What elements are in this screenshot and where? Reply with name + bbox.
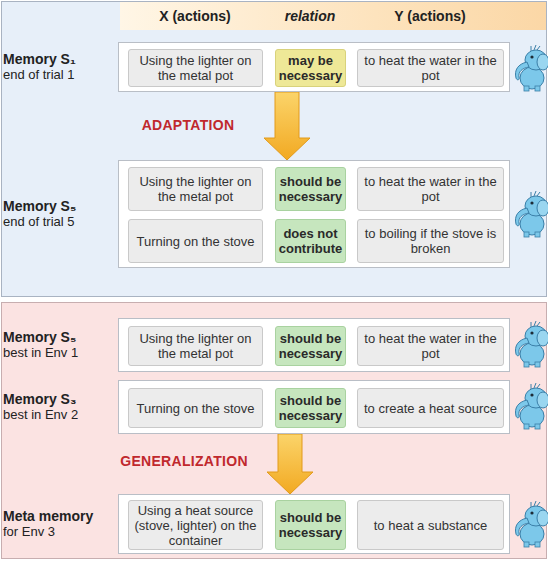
memory-title: Memory S₃ — [3, 391, 115, 407]
cell-text: to heat the water in the pot — [362, 174, 499, 204]
memory-subtitle: end of trial 1 — [3, 67, 115, 83]
relation-cell: to heat the water in the pot — [357, 49, 504, 87]
memory-subtitle: best in Env 2 — [3, 407, 115, 423]
memory-subtitle: for Env 3 — [3, 524, 115, 540]
elephant-icon — [515, 383, 548, 429]
cell-text: to boiling if the stove is broken — [362, 226, 499, 256]
column-heading: Y (actions) — [365, 2, 495, 30]
cell-text: to heat a substance — [374, 518, 487, 533]
relation-cell: to heat the water in the pot — [357, 167, 504, 211]
block-arrow — [264, 92, 310, 160]
cell-text: Turning on the stove — [136, 234, 254, 249]
relation-cell: Turning on the stove — [128, 219, 263, 263]
cell-text: Using the lighter on the metal pot — [133, 331, 258, 361]
relation-cell: to create a heat source — [357, 388, 504, 428]
memory-box: Memory S₅end of trial 5Using the lighter… — [118, 160, 510, 268]
column-header-band: X (actions)relationY (actions) — [120, 2, 546, 30]
memory-title: Memory S₅ — [3, 329, 115, 345]
memory-label: Memory S₃best in Env 2 — [3, 381, 115, 433]
cell-text: to heat the water in the pot — [362, 53, 499, 83]
column-heading: relation — [245, 2, 375, 30]
memory-title: Memory S₅ — [3, 198, 115, 214]
memory-label: Memory S₅end of trial 5 — [3, 161, 115, 267]
memory-subtitle: end of trial 5 — [3, 214, 115, 230]
relation-cell: to boiling if the stove is broken — [357, 219, 504, 263]
elephant-icon — [515, 45, 548, 91]
relation-cell: Using the lighter on the metal pot — [128, 167, 263, 211]
panel-background — [2, 2, 547, 297]
relation-cell: should be necessary — [275, 167, 346, 211]
memory-label: Meta memoryfor Env 3 — [3, 495, 115, 553]
cell-text: may be necessary — [279, 53, 343, 83]
relation-cell: Turning on the stove — [128, 388, 263, 428]
cell-text: Using the lighter on the metal pot — [133, 174, 258, 204]
cell-text: should be necessary — [279, 510, 343, 540]
cell-text: Using the lighter on the metal pot — [133, 53, 258, 83]
cell-text: should be necessary — [279, 393, 343, 423]
cell-text: should be necessary — [279, 331, 343, 361]
relation-cell: does not contribute — [275, 219, 346, 263]
cell-text: to heat the water in the pot — [362, 331, 499, 361]
elephant-icon — [515, 321, 548, 367]
block-arrow — [267, 434, 313, 494]
memory-box: Memory S₃best in Env 2Turning on the sto… — [118, 380, 510, 434]
panel-background — [2, 303, 547, 559]
memory-label: Memory S₁end of trial 1 — [3, 43, 115, 91]
relation-cell: Using the lighter on the metal pot — [128, 49, 263, 87]
relation-cell: should be necessary — [275, 326, 346, 366]
step-label: ADAPTATION — [126, 117, 250, 133]
cell-text: does not contribute — [279, 226, 343, 256]
relation-cell: to heat a substance — [357, 500, 504, 550]
memory-title: Memory S₁ — [3, 51, 115, 67]
memory-box: Memory S₅best in Env 1Using the lighter … — [118, 318, 510, 372]
cell-text: to create a heat source — [364, 401, 497, 416]
memory-title: Meta memory — [3, 508, 115, 524]
memory-subtitle: best in Env 1 — [3, 345, 115, 361]
memory-box: Memory S₁end of trial 1Using the lighter… — [118, 42, 510, 92]
cell-text: should be necessary — [279, 174, 343, 204]
elephant-icon — [515, 501, 548, 547]
relation-cell: should be necessary — [275, 500, 346, 550]
relation-cell: to heat the water in the pot — [357, 326, 504, 366]
relation-cell: may be necessary — [275, 49, 346, 87]
relation-cell: Using the lighter on the metal pot — [128, 326, 263, 366]
step-label: GENERALIZATION — [104, 453, 264, 469]
cell-text: Using a heat source (stove, lighter) on … — [133, 503, 258, 548]
cell-text: Turning on the stove — [136, 401, 254, 416]
memory-label: Memory S₅best in Env 1 — [3, 319, 115, 371]
relation-cell: Using a heat source (stove, lighter) on … — [128, 500, 263, 550]
column-heading: X (actions) — [130, 2, 260, 30]
relation-cell: should be necessary — [275, 388, 346, 428]
memory-box: Meta memoryfor Env 3Using a heat source … — [118, 494, 510, 554]
elephant-icon — [515, 191, 548, 237]
